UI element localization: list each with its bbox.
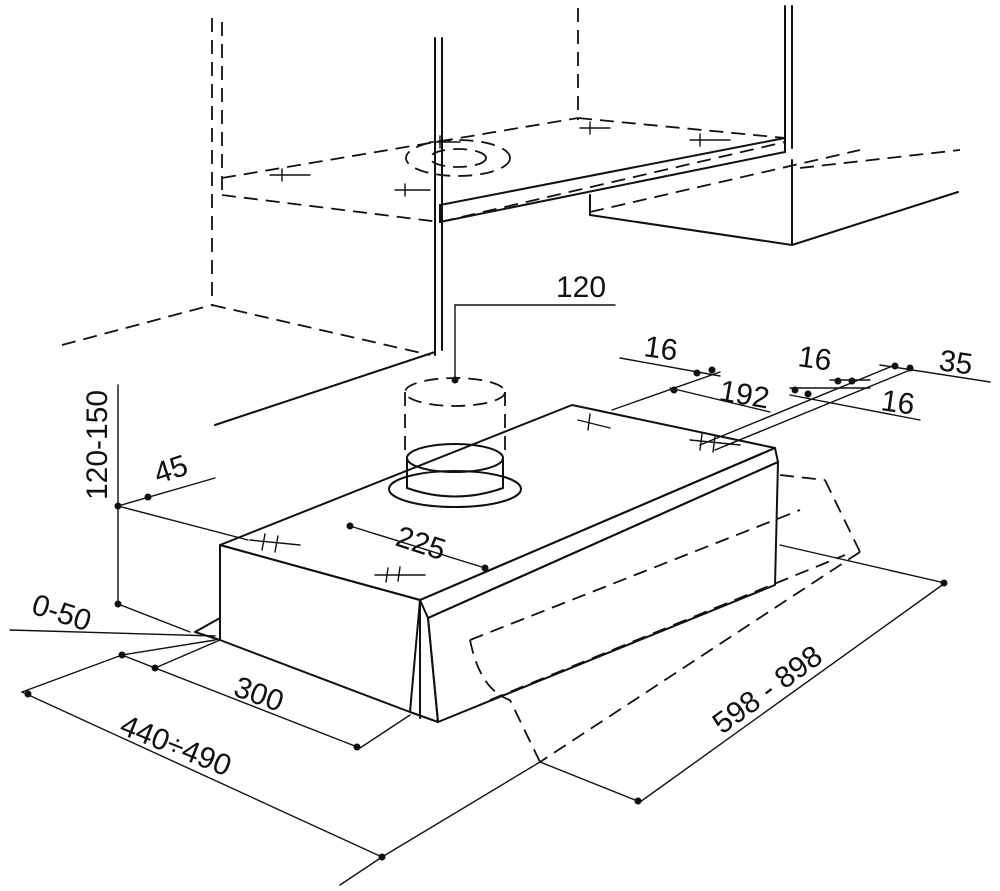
dimension-right-group: 16 192 16 35 16 [611, 330, 991, 451]
dimension-0-50: 0-50 [9, 588, 216, 659]
dimension-225: 225 [346, 520, 489, 572]
outlet-collar [388, 443, 522, 508]
label-16-right: 16 [879, 384, 917, 421]
dimension-45: 45 [117, 449, 249, 541]
label-120: 120 [556, 271, 606, 304]
label-440-490: 440÷490 [115, 709, 235, 783]
wall-cabinet-outline [61, 8, 961, 356]
dimension-120-150: 120-150 [81, 384, 122, 608]
side-wall-panels [214, 5, 793, 426]
cabinet-bottom-plate [269, 121, 786, 223]
label-16-mid: 16 [796, 340, 834, 377]
label-35: 35 [937, 344, 975, 381]
label-16-top: 16 [642, 330, 680, 367]
label-120-150: 120-150 [81, 390, 114, 500]
label-45: 45 [150, 449, 192, 491]
dimension-598-898: 598 - 898 [539, 544, 948, 805]
extractable-visor-outline [469, 474, 861, 763]
label-225: 225 [392, 520, 450, 567]
label-192: 192 [717, 374, 772, 415]
label-598-898: 598 - 898 [707, 639, 829, 740]
hood-body [194, 404, 779, 723]
label-300: 300 [230, 671, 288, 719]
dimension-120: 120 [451, 271, 616, 384]
right-wall-block [589, 159, 959, 246]
